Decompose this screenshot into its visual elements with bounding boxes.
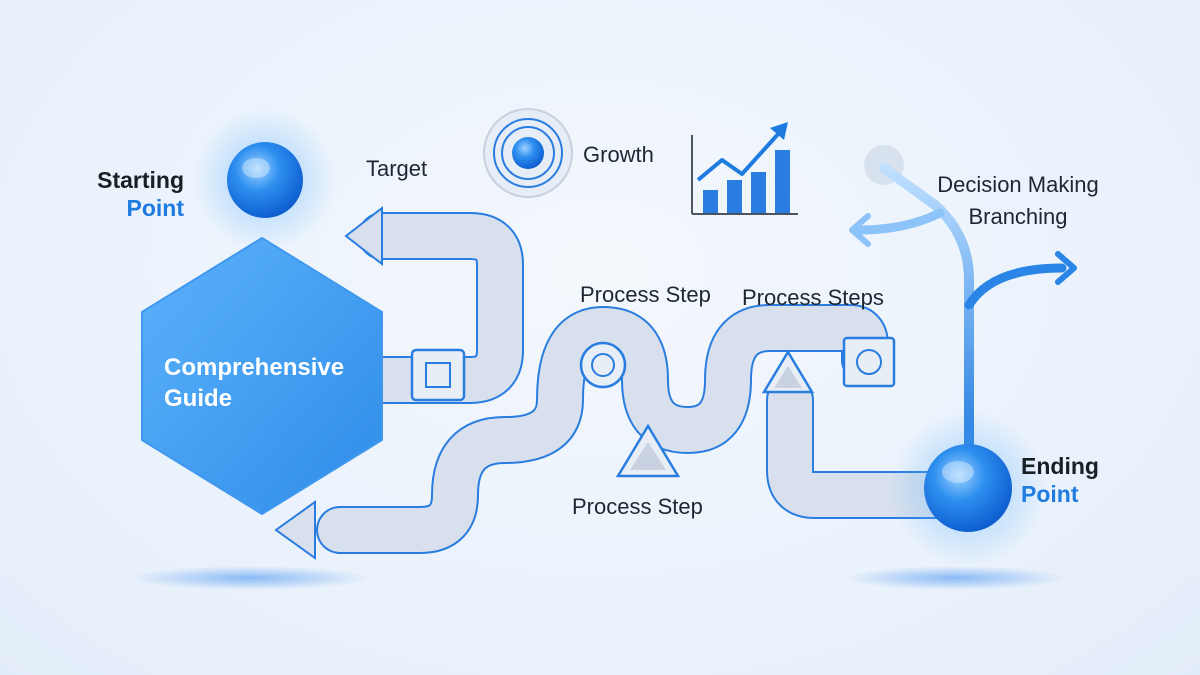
end-sphere (924, 444, 1012, 532)
left-floor-glow (130, 566, 370, 590)
decision-label-line2: Branching (968, 204, 1068, 229)
square-circle-marker-icon (842, 336, 896, 388)
decision-label-line1: Decision Making (937, 172, 1099, 197)
start-sphere-highlight (242, 158, 270, 178)
target-icon (483, 108, 573, 198)
hub-label: Comprehensive Guide (164, 352, 344, 414)
right-floor-glow (845, 566, 1065, 590)
triangle-marker-inner (630, 442, 666, 470)
triangle-marker-2-inner (774, 366, 802, 388)
start-label-line2: Point (126, 195, 185, 221)
branch-arrow-icon (849, 145, 1077, 460)
process-step-top-label: Process Step (580, 282, 711, 307)
target-label: Target (366, 156, 428, 181)
end-label-line2: Point (1021, 481, 1079, 507)
upper-arrowhead-icon (344, 205, 383, 267)
growth-chart-icon (691, 122, 798, 215)
process-steps-label: Process Steps (742, 285, 884, 310)
end-label: Ending Point (1021, 452, 1099, 508)
hub-label-line2: Guide (164, 385, 233, 412)
start-label: Starting Point (88, 166, 184, 222)
start-label-line1: Starting (97, 167, 184, 193)
hub-hexagon (141, 237, 383, 515)
start-sphere (227, 142, 303, 218)
growth-label: Growth (583, 142, 654, 167)
square-circle-marker-inner (856, 349, 882, 375)
circle-marker-icon (579, 341, 627, 389)
square-marker-inner (425, 362, 451, 388)
end-label-line1: Ending (1021, 453, 1099, 479)
hub-label-line1: Comprehensive (164, 354, 345, 381)
lower-arrowhead-icon (274, 500, 316, 560)
end-track (766, 376, 959, 519)
square-marker-icon (410, 348, 466, 402)
end-sphere-highlight (942, 461, 974, 483)
decision-label: Decision Making Branching (923, 169, 1113, 233)
lower-return-track (316, 304, 889, 554)
upper-return-track (358, 212, 524, 404)
circle-marker-inner (591, 353, 615, 377)
process-step-bottom-label: Process Step (572, 494, 703, 519)
